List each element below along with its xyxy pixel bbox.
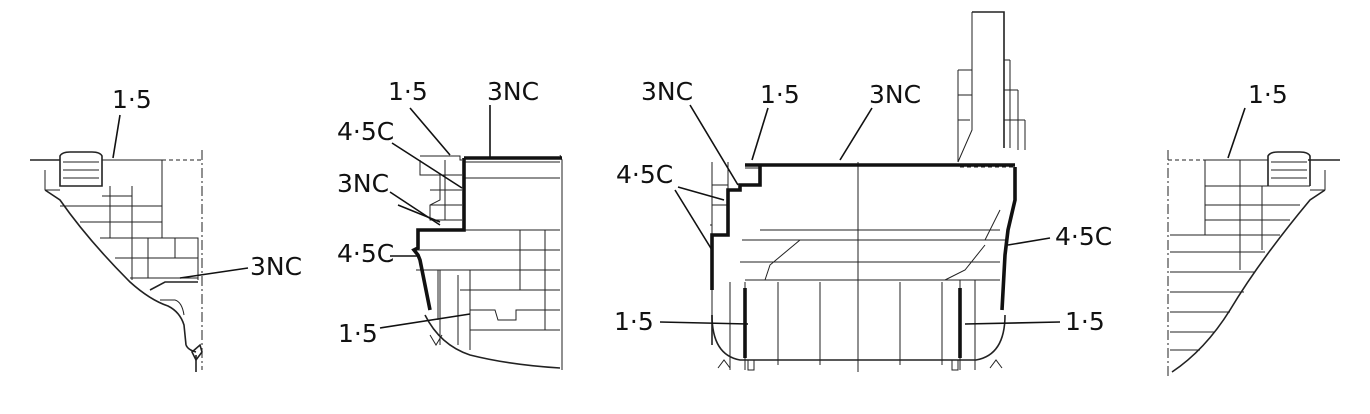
label-1-5-bottom: 1·5 [338,319,378,348]
label-3nc-left: 3NC [641,77,693,106]
label-3nc-top: 3NC [487,77,539,106]
section-3: 3NC 1·5 3NC 4·5C 4·5C 1·5 1·5 [614,11,1112,372]
label-3nc-right: 3NC [869,80,921,109]
label-1-5: 1·5 [112,85,152,114]
label-1-5-top: 1·5 [760,80,800,109]
section-1: 1·5 3NC [30,85,302,372]
label-4-5c-right: 4·5C [1055,222,1112,251]
label-4-5c-upper: 4·5C [337,117,394,146]
label-1-5-right: 1·5 [1065,307,1105,336]
label-3nc: 3NC [250,252,302,281]
label-1-5: 1·5 [1248,80,1288,109]
section-2: 1·5 3NC 4·5C 3NC 4·5C 1·5 [337,77,563,370]
section-4: 1·5 [1167,80,1340,378]
label-1-5-left: 1·5 [614,307,654,336]
label-1-5-top: 1·5 [388,77,428,106]
label-4-5c-left: 4·5C [616,160,673,189]
label-3nc-mid: 3NC [337,169,389,198]
label-4-5c-lower: 4·5C [337,239,394,268]
